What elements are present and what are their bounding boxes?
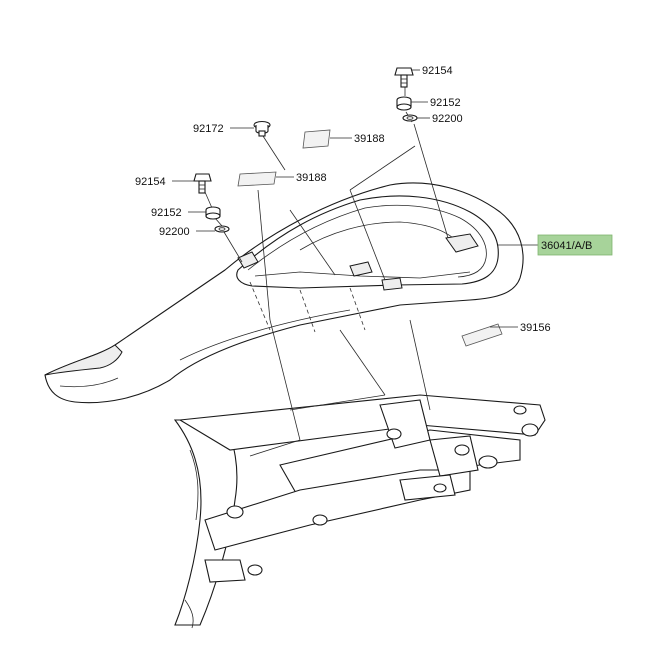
part-labels: 92154 92152 92200 92172 39188 39188 9215… [135, 65, 613, 334]
leader-lines [204, 82, 449, 457]
plug-92172 [253, 120, 271, 137]
label-39188-mid: 39188 [296, 172, 327, 184]
label-92200-top: 92200 [432, 113, 463, 125]
highlight-36041 [537, 234, 613, 256]
subframe [173, 394, 546, 629]
washer-92200-top [402, 114, 418, 122]
label-36041[interactable]: 36041/A/B [541, 240, 592, 252]
label-39156: 39156 [520, 322, 551, 334]
seat-cowl [44, 182, 524, 404]
label-92152-top: 92152 [430, 97, 461, 109]
bolt-92154-top [394, 67, 414, 88]
label-92172: 92172 [193, 123, 224, 135]
callout-leaders [172, 69, 538, 328]
label-92152-left: 92152 [151, 207, 182, 219]
collar-92152-top [396, 96, 412, 111]
bolt-92154-left [193, 173, 212, 194]
sticker-39188-mid [237, 171, 277, 187]
sticker-39156 [461, 323, 503, 347]
collar-92152-left [205, 206, 221, 220]
label-92154-left: 92154 [135, 176, 166, 188]
washer-92200-left [214, 225, 230, 233]
label-92200-left: 92200 [159, 226, 190, 238]
label-92154-top: 92154 [422, 65, 453, 77]
label-39188-top: 39188 [354, 133, 385, 145]
sticker-39188-top [302, 129, 331, 149]
